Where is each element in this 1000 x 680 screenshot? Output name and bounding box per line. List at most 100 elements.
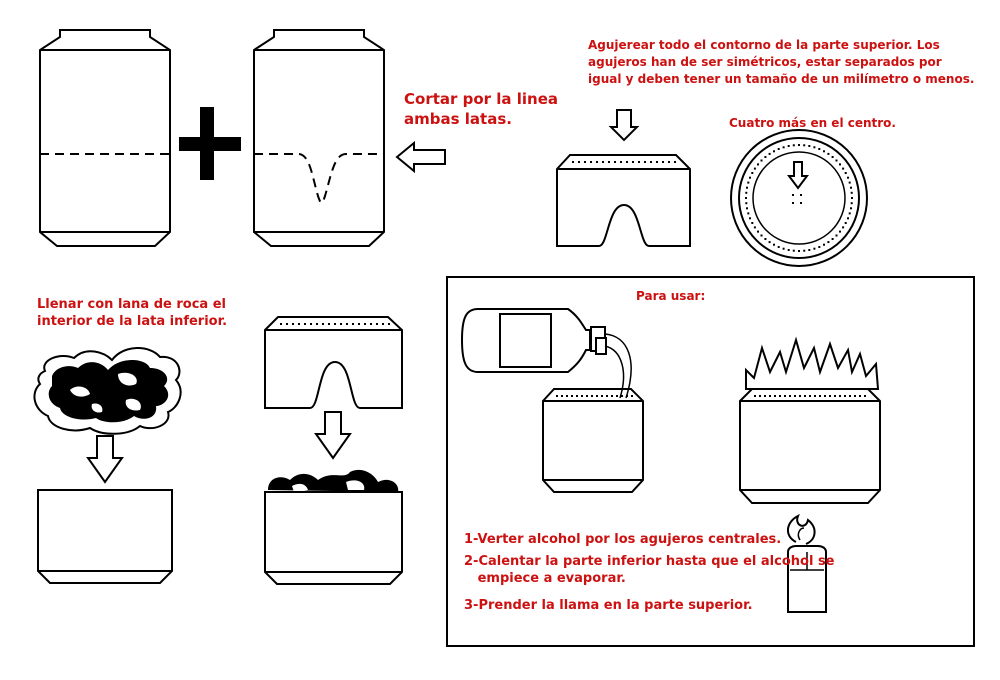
ring-hole xyxy=(745,202,748,205)
usage-can-right xyxy=(739,388,881,504)
center-hole xyxy=(792,202,794,204)
perforation-holes xyxy=(556,395,633,397)
ring-hole xyxy=(768,241,771,244)
ring-hole xyxy=(773,243,775,246)
perforation-hole xyxy=(328,323,330,325)
cut-line-notch xyxy=(254,153,384,204)
perforation-hole xyxy=(662,161,664,163)
ring-hole xyxy=(787,249,790,251)
ring-hole xyxy=(823,150,825,153)
perforation-hole xyxy=(779,395,781,397)
arrow-down-icon xyxy=(787,161,809,190)
ring-hole xyxy=(745,197,747,199)
perforation-hole xyxy=(784,395,786,397)
ring-hole xyxy=(751,222,754,224)
perforation-hole xyxy=(620,161,622,163)
perforation-hole xyxy=(602,161,604,163)
ring-hole xyxy=(792,144,795,147)
perforation-hole xyxy=(859,395,861,397)
perforation-hole xyxy=(596,161,598,163)
lighter-icon xyxy=(787,545,827,613)
ring-hole xyxy=(777,148,780,150)
perforation-hole xyxy=(571,395,573,397)
ring-hole xyxy=(818,246,821,248)
perforation-hole xyxy=(774,395,776,397)
perforation-hole xyxy=(340,323,342,325)
ring-hole xyxy=(827,152,830,155)
center-hole xyxy=(800,202,802,204)
ring-hole xyxy=(831,238,834,240)
ring-holes xyxy=(745,144,853,252)
can-top-view xyxy=(730,129,868,267)
perforation-hole xyxy=(322,323,324,325)
perforation-hole xyxy=(578,161,580,163)
perforation-hole xyxy=(638,161,640,163)
alcohol-bottle-icon xyxy=(460,308,632,399)
ring-hole xyxy=(847,176,849,179)
perforation-hole xyxy=(608,161,610,163)
perforation-hole xyxy=(674,161,676,163)
ring-hole xyxy=(787,145,790,147)
perforation-hole xyxy=(286,323,288,325)
perforation-hole xyxy=(626,161,628,163)
perforation-holes xyxy=(572,161,676,163)
perforation-hole xyxy=(631,395,633,397)
ring-hole xyxy=(831,156,834,158)
ring-hole xyxy=(753,226,756,229)
flame-icon xyxy=(787,513,816,545)
perforation-hole xyxy=(849,395,851,397)
perforation-hole xyxy=(789,395,791,397)
ring-hole xyxy=(760,159,763,162)
perforation-hole xyxy=(809,395,811,397)
ring-hole xyxy=(842,226,845,229)
ring-hole xyxy=(848,212,851,215)
perforation-hole xyxy=(814,395,816,397)
ring-hole xyxy=(850,207,852,210)
ring-hole xyxy=(850,186,852,189)
perforation-hole xyxy=(346,323,348,325)
ring-hole xyxy=(757,230,759,233)
usage-step-2: 2-Calentar la parte inferior hasta que e… xyxy=(464,554,835,586)
perforation-hole xyxy=(611,395,613,397)
plus-icon xyxy=(179,107,241,180)
can-bottom-filled xyxy=(264,469,403,585)
fill-instruction-label: Llenar con lana de roca el interior de l… xyxy=(37,297,228,329)
perforation-hole xyxy=(819,395,821,397)
ring-hole xyxy=(777,246,780,248)
can-top-piece xyxy=(556,154,691,247)
perforation-hole xyxy=(621,395,623,397)
ring-hole xyxy=(850,191,853,194)
ring-hole xyxy=(808,249,811,251)
usage-step-3: 3-Prender la llama en la parte superior. xyxy=(464,598,753,613)
ring-hole xyxy=(757,163,759,166)
ring-hole xyxy=(835,159,838,162)
perforation-hole xyxy=(769,395,771,397)
rock-wool-icon xyxy=(33,347,182,435)
perforation-hole xyxy=(626,395,628,397)
perforation-hole xyxy=(644,161,646,163)
perforation-hole xyxy=(352,323,354,325)
perforation-hole xyxy=(292,323,294,325)
perforate-instruction-label: Agujerear todo el contorno de la parte s… xyxy=(588,38,975,86)
ring-hole xyxy=(798,144,800,146)
ring-hole xyxy=(751,172,754,174)
perforation-hole xyxy=(799,395,801,397)
perforation-hole xyxy=(839,395,841,397)
perforation-hole xyxy=(382,323,384,325)
perforation-hole xyxy=(334,323,336,325)
usage-title: Para usar: xyxy=(636,289,706,303)
perforation-hole xyxy=(316,323,318,325)
perforation-holes xyxy=(754,395,866,397)
perforation-hole xyxy=(576,395,578,397)
perforation-hole xyxy=(561,395,563,397)
ring-hole xyxy=(827,241,830,244)
usage-step-1: 1-Verter alcohol por los agujeros centra… xyxy=(464,532,782,547)
arrow-down-icon xyxy=(86,435,124,484)
perforation-hole xyxy=(804,395,806,397)
perforation-hole xyxy=(632,161,634,163)
perforation-hole xyxy=(556,395,558,397)
ring-hole xyxy=(808,145,811,147)
center-holes-label: Cuatro más en el centro. xyxy=(729,116,896,130)
arrow-left-icon xyxy=(395,140,446,174)
